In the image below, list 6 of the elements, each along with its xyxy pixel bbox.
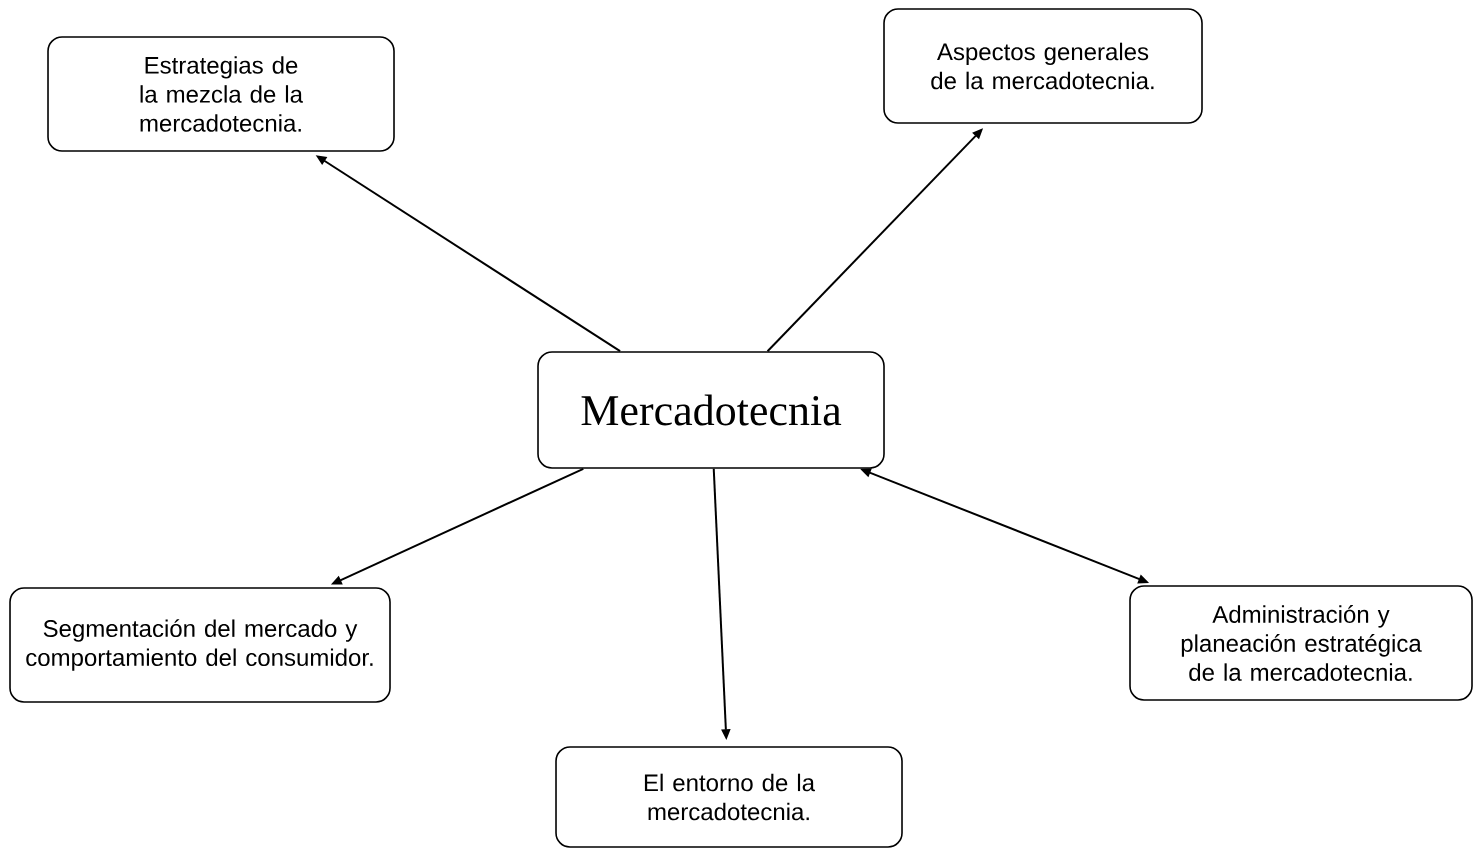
subtopic-box: Segmentación del mercado y comportamiento del consumidor. bbox=[9, 587, 391, 703]
topic-box: Mercadotecnia bbox=[537, 351, 885, 469]
subtopic-box: Administración y planeación estratégica de la mercadotecnia. bbox=[1129, 585, 1473, 701]
subtopic-box: Aspectos generales de la mercadotecnia. bbox=[883, 8, 1203, 124]
subtopic-box: Estrategias de la mezcla de la mercadotecnia. bbox=[47, 36, 395, 152]
subtopic-box: El entorno de la mercadotecnia. bbox=[555, 746, 903, 848]
